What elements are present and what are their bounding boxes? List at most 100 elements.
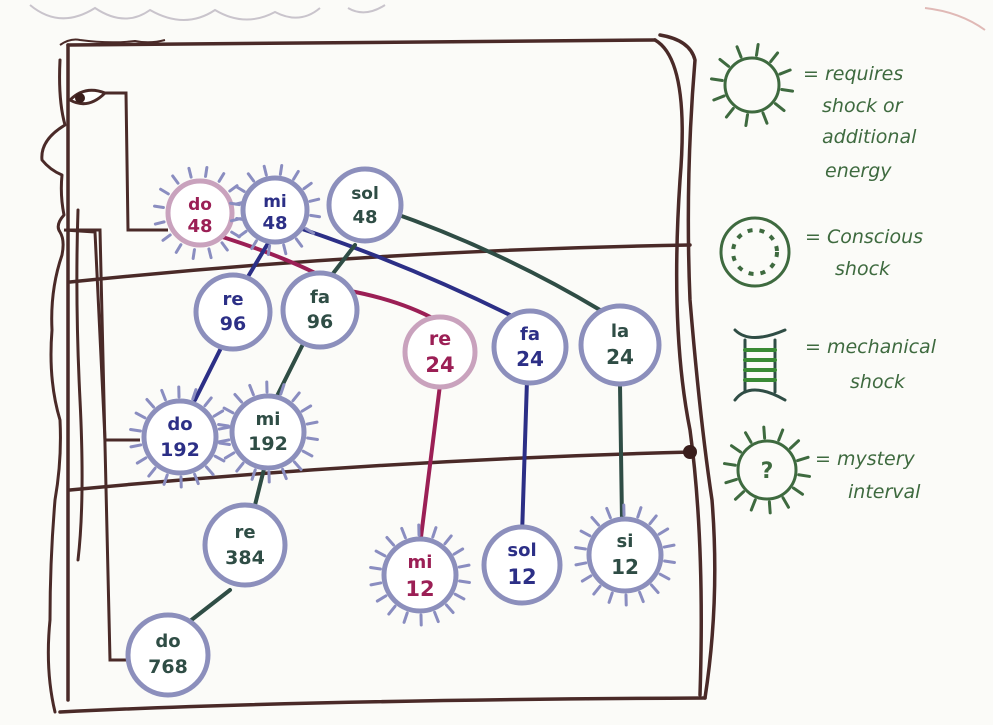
legend-conscious-shock: = Conscious shock: [719, 216, 923, 288]
note-node-fa-24: fa 24: [491, 308, 569, 386]
spike: [780, 87, 795, 93]
spike: [213, 454, 226, 463]
spike: [762, 425, 767, 440]
line-re384-do768: [183, 588, 232, 627]
shock-spikes: [574, 503, 676, 607]
spike: [797, 473, 812, 478]
spike: [385, 535, 396, 547]
spike: [153, 220, 166, 226]
line-fa24-sol12: [520, 378, 529, 537]
spike: [174, 243, 183, 254]
spike: [457, 563, 471, 569]
spike: [217, 425, 231, 431]
spike: [735, 45, 743, 59]
legend-line: additional: [822, 126, 917, 148]
shock-spikes: [217, 380, 319, 484]
spike: [579, 529, 592, 538]
note-node-mi-12: mi 12: [369, 523, 471, 627]
node-circle: [381, 536, 459, 614]
note-value: 192: [248, 433, 288, 455]
spike: [574, 546, 587, 551]
note-value: 24: [606, 345, 634, 369]
note-node-sol-48: sol 48: [326, 166, 404, 244]
spike: [733, 490, 746, 501]
legend-line: shock: [850, 371, 906, 393]
icon-spikes: [722, 425, 812, 515]
frame-scribble: [59, 38, 166, 46]
spike: [722, 462, 737, 467]
spike: [279, 383, 286, 396]
legend-line: shock or: [822, 95, 904, 117]
line-re96-do192: [193, 338, 227, 402]
note-node-re-96: re 96: [193, 272, 273, 352]
note-name: re: [429, 328, 451, 350]
spike: [212, 409, 225, 418]
note-node-si-12: si 12: [574, 503, 676, 607]
spike: [234, 185, 246, 193]
note-node-do-48: do 48: [153, 166, 247, 260]
spike: [778, 68, 792, 76]
note-node-re-24: re 24: [402, 314, 478, 390]
note-value: 48: [187, 216, 212, 237]
legend-requires-shock: = requires shock or additional energy: [709, 42, 917, 182]
spike: [648, 514, 658, 526]
spike: [153, 204, 165, 209]
note-value: 24: [425, 353, 454, 377]
spike: [191, 248, 196, 260]
human-figure: [40, 58, 84, 714]
spike: [308, 197, 321, 203]
spike: [636, 506, 643, 519]
node-circle: [193, 272, 273, 352]
spike: [769, 51, 780, 64]
note-name: fa: [520, 324, 540, 345]
note-value: 12: [405, 577, 434, 601]
note-name: la: [611, 321, 629, 342]
spike: [400, 526, 407, 540]
spike: [160, 388, 167, 402]
spike: [282, 243, 288, 256]
spike: [162, 473, 169, 486]
spike: [292, 169, 300, 181]
note-node-sol-12: sol 12: [481, 524, 563, 606]
spiked-circle-icon: [709, 42, 795, 128]
spike: [729, 444, 743, 454]
spike: [147, 466, 157, 478]
spike: [369, 566, 382, 571]
spike: [744, 431, 753, 444]
note-name: re: [234, 522, 255, 543]
spike: [302, 181, 313, 191]
spike: [590, 515, 601, 527]
frame-knot: [683, 445, 697, 459]
node-circle: [402, 314, 478, 390]
node-circle: [240, 175, 310, 245]
note-name: fa: [310, 287, 330, 308]
node-circle: [586, 516, 664, 594]
spike: [207, 247, 213, 260]
spike: [443, 534, 453, 546]
spike: [592, 584, 602, 596]
spike: [452, 547, 465, 556]
spike: [291, 391, 301, 403]
note-node-fa-96: fa 96: [280, 270, 360, 350]
spike: [129, 428, 142, 433]
spike: [744, 113, 750, 128]
spike: [374, 549, 387, 558]
line-fa96-mi192: [273, 338, 307, 402]
spike: [444, 603, 455, 615]
note-name: mi: [408, 552, 433, 573]
spike: [781, 496, 790, 509]
spike: [709, 77, 724, 83]
spike: [605, 506, 612, 520]
spike: [754, 42, 760, 57]
spike: [250, 239, 258, 251]
node-circle: [141, 398, 219, 476]
spike: [663, 559, 676, 564]
spike: [791, 486, 805, 496]
spike: [262, 164, 268, 177]
spike: [796, 455, 810, 463]
spike: [135, 456, 148, 465]
note-node-do-192: do 192: [129, 385, 231, 489]
note-name: mi: [256, 409, 281, 430]
line-mi192-re384: [253, 463, 267, 507]
spike: [217, 423, 230, 428]
